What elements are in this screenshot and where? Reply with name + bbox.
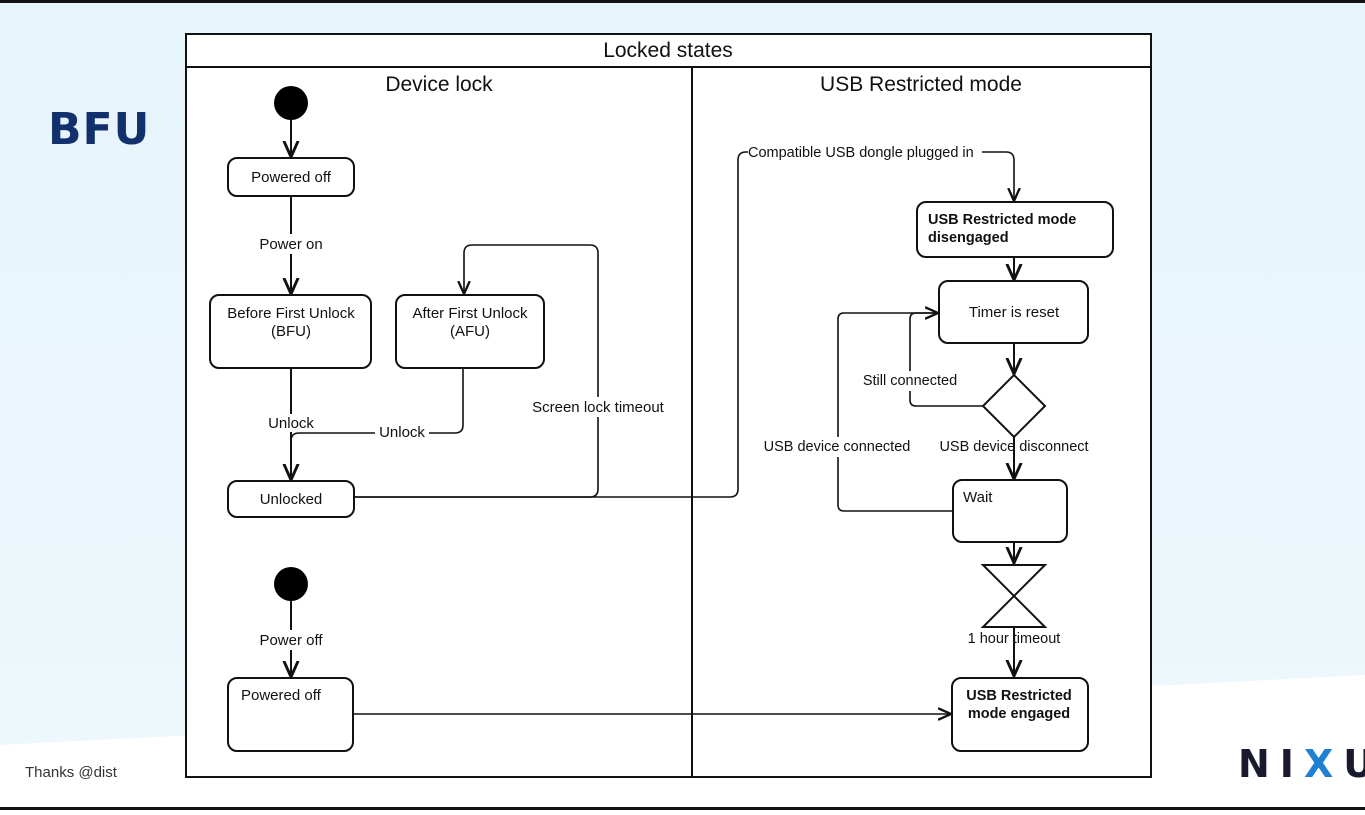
- edge-label-power-off: Power off: [259, 632, 323, 649]
- brand-logo-x: X: [1303, 742, 1344, 786]
- node-usb-engaged-line2: mode engaged: [968, 706, 1070, 722]
- node-unlocked: [227, 480, 355, 518]
- lane-title-device-lock: Device lock: [385, 73, 493, 96]
- label-bg: [531, 397, 665, 417]
- label-bg: [263, 414, 317, 432]
- state-diagram-canvas: Locked states Device lock USB Restricted…: [185, 33, 1152, 778]
- lane-title-usb-restricted: USB Restricted mode: [820, 73, 1022, 96]
- node-bfu-label-line2: (BFU): [271, 323, 311, 340]
- label-bg: [375, 423, 429, 441]
- node-wait-label: Wait: [963, 489, 993, 506]
- edge-label-power-on: Power on: [259, 236, 322, 253]
- edge-label-unlock-afu: Unlock: [379, 424, 425, 441]
- brand-logo-part: NI: [1238, 742, 1304, 786]
- node-afu-label-line2: (AFU): [450, 323, 490, 340]
- bottom-border: [0, 807, 1365, 810]
- slide-title: BFU: [48, 104, 151, 155]
- label-bg: [257, 234, 325, 254]
- start-node-top: [274, 86, 308, 120]
- brand-logo-part: U: [1343, 742, 1365, 786]
- edge-label-screen-lock-timeout: Screen lock timeout: [532, 399, 665, 416]
- label-bg: [861, 371, 959, 391]
- edge-compatible-usb-a: [354, 151, 748, 498]
- edge-screen-lock-timeout: [354, 244, 599, 498]
- start-node-bottom: [274, 567, 308, 601]
- node-usb-engaged: [951, 677, 1089, 752]
- node-usb-engaged-line1: USB Restricted: [966, 688, 1072, 704]
- state-diagram: Locked states Device lock USB Restricted…: [185, 33, 1152, 778]
- brand-logo: NIXU: [1238, 742, 1365, 786]
- node-usb-disengaged-line1: USB Restricted mode: [928, 212, 1076, 228]
- credit-text: Thanks @dist: [25, 764, 117, 781]
- label-bg: [759, 437, 917, 457]
- node-afu-label-line1: After First Unlock: [412, 305, 528, 322]
- label-bg: [257, 630, 325, 650]
- node-usb-disengaged-line2: disengaged: [928, 230, 1009, 246]
- node-timer-reset-label: Timer is reset: [969, 304, 1060, 321]
- top-border: [0, 0, 1365, 3]
- node-bfu-label-line1: Before First Unlock: [227, 305, 355, 322]
- edge-label-compatible-usb: Compatible USB dongle plugged in: [748, 145, 974, 161]
- node-powered-off-top-label: Powered off: [251, 169, 332, 186]
- edge-compatible-usb-b: [982, 151, 1014, 201]
- hourglass-timer-icon: [980, 564, 1048, 628]
- edge-label-still-connected: Still connected: [863, 373, 957, 389]
- edge-label-usb-device-connected: USB device connected: [764, 439, 911, 455]
- edge-label-hour-timeout: 1 hour timeout: [968, 631, 1061, 647]
- edge-label-unlock-bfu: Unlock: [268, 415, 314, 432]
- edge-label-usb-disconnect: USB device disconnect: [939, 439, 1088, 455]
- diagram-title: Locked states: [603, 39, 733, 62]
- node-unlocked-label: Unlocked: [260, 491, 323, 508]
- node-powered-off-bottom-label: Powered off: [241, 687, 322, 704]
- edge-usb-device-connected: [837, 312, 953, 512]
